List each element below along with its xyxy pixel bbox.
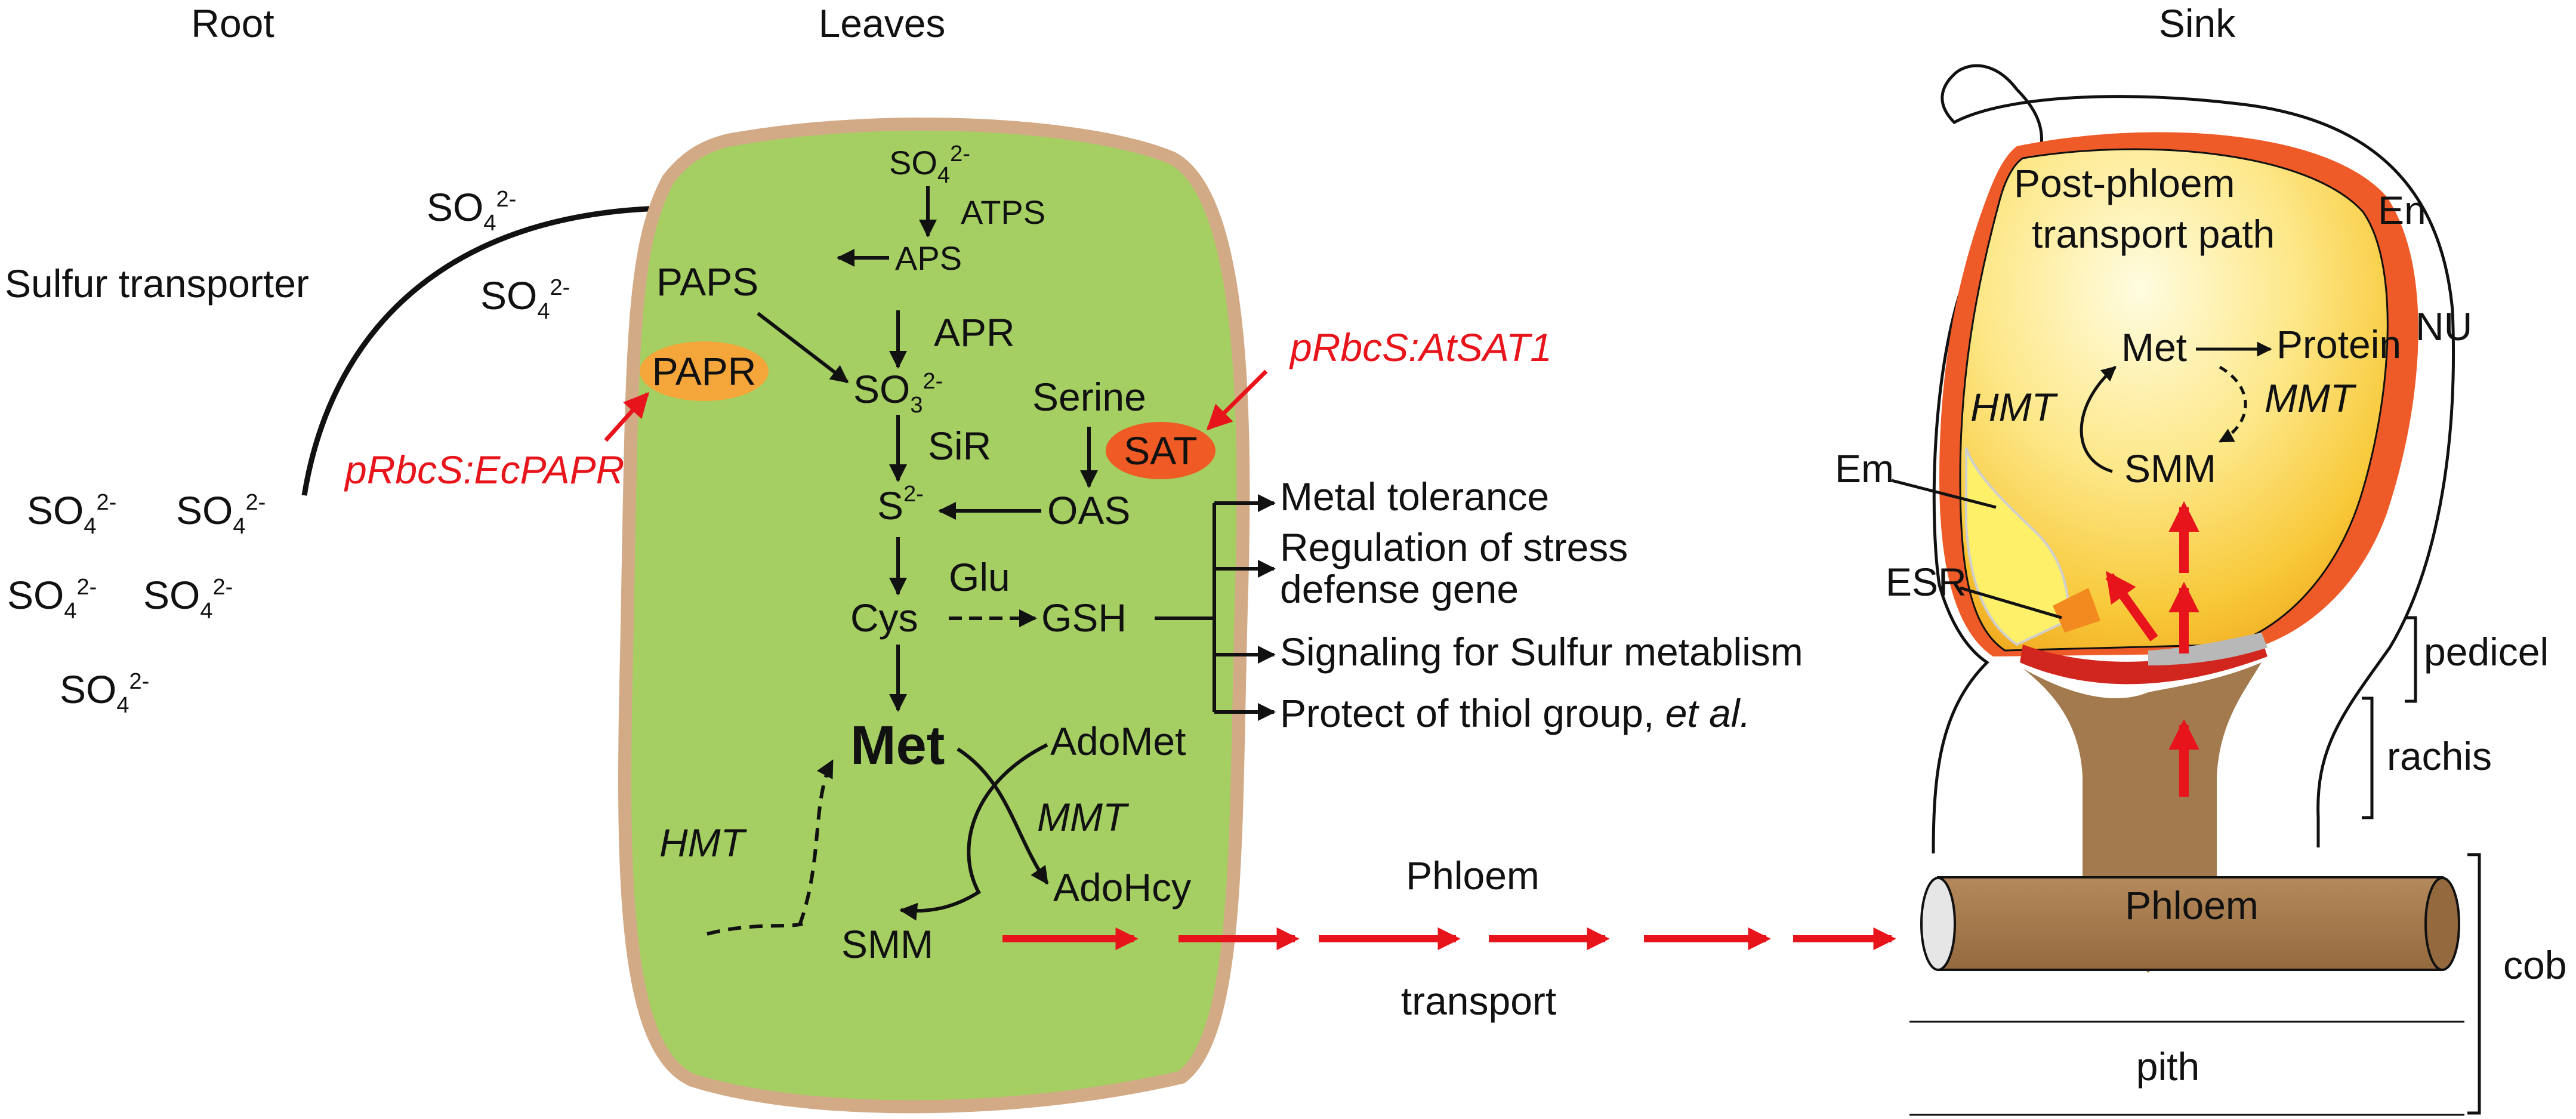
sink-mmt: MMT	[2265, 376, 2357, 420]
papr-highlight	[640, 341, 769, 401]
sink-rachis: rachis	[2387, 734, 2492, 778]
svg-text:SO42-: SO42-	[176, 488, 266, 539]
svg-text:SO42-: SO42-	[27, 488, 116, 539]
function-stress-line1: Regulation of stress	[1280, 525, 1628, 569]
leaf-adohcy: AdoHcy	[1053, 865, 1191, 910]
gsh-function-bracket	[1155, 494, 1276, 721]
sulfate-ion-transport-2: SO42-	[480, 273, 570, 324]
arrow-met-to-smm-dashed	[2218, 365, 2247, 443]
sink-brackets	[2362, 616, 2481, 1115]
kernel-pericarp-outline	[1932, 64, 2455, 854]
bracket-pedicel	[2405, 616, 2417, 703]
leaf-cys: Cys	[850, 596, 918, 640]
leaf-sir: SiR	[928, 424, 991, 468]
construct-papr-arrow	[604, 392, 649, 442]
sink-post-phloem-line1: Post-phloem	[2014, 161, 2235, 205]
leaf-atps: ATPS	[961, 193, 1045, 231]
kernel-embryo	[1965, 447, 2069, 646]
leaf-smm: SMM	[841, 922, 933, 966]
arrow-hmt-to-met	[798, 759, 834, 926]
svg-text:SO42-: SO42-	[60, 667, 149, 718]
kernel-esr	[2053, 588, 2100, 633]
cob-tube-end-left	[1920, 877, 1956, 971]
sink-protein: Protein	[2276, 322, 2401, 366]
header-sink: Sink	[2159, 1, 2236, 45]
leaf-gsh: GSH	[1041, 596, 1127, 640]
sink-en: En	[2378, 188, 2426, 232]
leaf-sulfide: S2-	[877, 482, 924, 528]
leaf-glu: Glu	[949, 555, 1010, 599]
kernel-basal-grey	[2148, 633, 2268, 665]
sulfate-ion-root-4: SO42-	[143, 573, 233, 624]
arrow-smm-dashed-entry	[707, 922, 803, 936]
leaf-sat: SAT	[1124, 429, 1197, 473]
sink-hmt: HMT	[1970, 385, 2059, 429]
phloem-transport-label-top: Phloem	[1406, 853, 1540, 898]
leaf-pathway-arrows	[707, 186, 1098, 936]
sink-cob: cob	[2503, 943, 2566, 987]
sulfate-ion-root-1: SO42-	[27, 488, 116, 539]
phloem-transport-label-bottom: transport	[1401, 979, 1556, 1023]
leaf-papr: PAPR	[652, 349, 757, 393]
leaf-oas: OAS	[1047, 488, 1130, 532]
svg-text:SO42-: SO42-	[7, 573, 97, 624]
function-protect: Protect of thiol group, et al.	[1280, 691, 1751, 735]
leaf-mmt: MMT	[1037, 795, 1130, 839]
leaf-so3: SO32-	[853, 367, 943, 418]
svg-text:SO42-: SO42-	[427, 185, 516, 236]
kernel-endosperm	[1959, 148, 2389, 652]
construct-sat-arrow	[1207, 369, 1268, 430]
sink-esr: ESR	[1886, 560, 1967, 604]
sink-post-phloem-line2: transport path	[2032, 212, 2275, 256]
svg-text:SO42-: SO42-	[480, 273, 570, 324]
header-leaves: Leaves	[819, 1, 946, 45]
sink-nu: NU	[2415, 304, 2472, 349]
leaf-aps: APS	[895, 239, 962, 277]
bracket-rachis	[2362, 696, 2374, 819]
leader-em	[1891, 479, 1997, 509]
function-stress-line2: defense gene	[1280, 567, 1519, 611]
sink-phloem: Phloem	[2125, 883, 2259, 927]
leaf-cell	[618, 117, 1250, 1114]
arrow-smm-to-met-hmt	[2080, 366, 2117, 473]
leaf-adomet: AdoMet	[1050, 719, 1186, 763]
sink-annotations	[1891, 341, 2272, 619]
cob-tube	[1937, 876, 2444, 971]
cob-tube-end-right	[2424, 877, 2460, 971]
arrow-paps-to-so3	[757, 312, 849, 384]
kernel-basal-band	[2020, 639, 2268, 685]
bracket-cob	[2467, 853, 2481, 1115]
function-signaling: Signaling for Sulfur metablism	[1280, 630, 1803, 674]
arrow-met-to-adohcy	[957, 747, 1049, 885]
function-metal-tolerance: Metal tolerance	[1280, 474, 1549, 519]
sulfate-ion-transport-1: SO42-	[427, 185, 516, 236]
leaf-paps: PAPS	[656, 260, 758, 304]
sink-pith: pith	[2136, 1044, 2199, 1089]
sulfate-ion-root-5: SO42-	[60, 667, 149, 718]
sulfate-ion-root-3: SO42-	[7, 573, 97, 624]
sink-pedicel: pedicel	[2424, 630, 2549, 674]
sink-red-arrow-diag	[2105, 571, 2158, 642]
arrow-adomet-to-smm	[899, 743, 1048, 921]
leaf-serine: Serine	[1032, 375, 1146, 419]
construct-papr: pRbcS:EcPAPR	[344, 448, 624, 492]
leaf-hmt: HMT	[659, 821, 748, 865]
leaf-met: Met	[850, 715, 945, 776]
header-root: Root	[191, 1, 274, 45]
svg-text:SO42-: SO42-	[143, 573, 233, 624]
leaf-apr: APR	[934, 310, 1015, 354]
leader-esr	[1960, 586, 2062, 619]
sat-highlight	[1106, 422, 1215, 479]
sink-smm: SMM	[2124, 446, 2216, 491]
construct-sat: pRbcS:AtSAT1	[1289, 325, 1552, 369]
sink-met: Met	[2121, 325, 2187, 369]
sulfate-ion-root-2: SO42-	[176, 488, 266, 539]
sink-red-arrows	[2105, 501, 2199, 797]
sulfur-transporter-label: Sulfur transporter	[5, 261, 309, 306]
leaf-so4: SO42-	[889, 141, 970, 188]
sink-em: Em	[1835, 446, 1894, 491]
